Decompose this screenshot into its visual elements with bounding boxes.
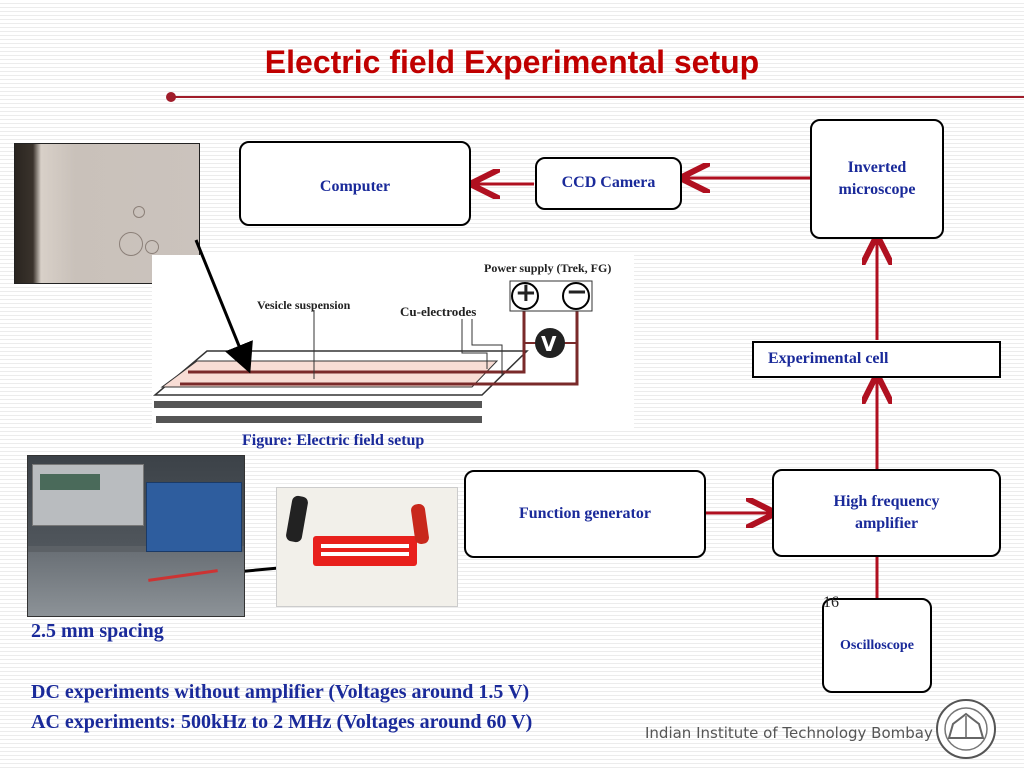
plus-terminal-icon: + — [515, 278, 537, 308]
vesicle-shape — [145, 240, 159, 254]
computer-box: Computer — [239, 141, 471, 226]
experimental-cell-box: Experimental cell — [752, 341, 1001, 378]
voltmeter-icon: V — [541, 332, 557, 356]
vesicle-suspension-label: Vesicle suspension — [257, 298, 351, 312]
function-generator-box: Function generator — [464, 470, 706, 558]
title-divider — [172, 96, 1024, 98]
vesicle-shape — [119, 232, 143, 256]
cu-electrodes-label: Cu-electrodes — [400, 304, 477, 319]
ac-experiments-note: AC experiments: 500kHz to 2 MHz (Voltage… — [31, 711, 533, 733]
slide-title: Electric field Experimental setup — [264, 44, 760, 80]
lab-equipment-photo — [27, 455, 245, 617]
inverted-microscope-box: Inverted microscope — [810, 119, 944, 239]
vesicle-shape — [133, 206, 145, 218]
institute-name: Indian Institute of Technology Bombay — [645, 724, 933, 742]
setup-schematic-drawing — [152, 280, 593, 423]
minus-terminal-icon: − — [566, 277, 588, 307]
power-supply-label: Power supply (Trek, FG) — [484, 261, 612, 275]
iit-logo-icon — [936, 699, 996, 759]
hf-amplifier-box: High frequency amplifier — [772, 469, 1001, 557]
page-number: 16 — [823, 594, 839, 611]
oscilloscope-box: Oscilloscope — [822, 598, 932, 693]
title-divider-dot — [166, 92, 176, 102]
ccd-camera-box: CCD Camera — [535, 157, 682, 210]
dc-experiments-note: DC experiments without amplifier (Voltag… — [31, 681, 530, 703]
spacing-note: 2.5 mm spacing — [31, 620, 164, 642]
electrode-cell-photo — [276, 487, 458, 607]
figure-caption: Figure: Electric field setup — [242, 432, 425, 449]
